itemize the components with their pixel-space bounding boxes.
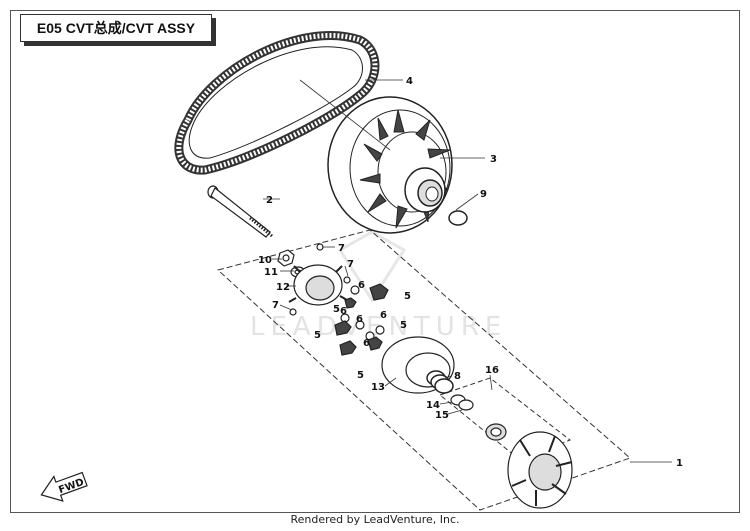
callout-7c: 7: [272, 300, 279, 311]
callout-6c: 6: [380, 310, 387, 321]
callout-9: 9: [480, 189, 487, 200]
callout-1: 1: [676, 458, 683, 469]
o-ring: [448, 210, 468, 226]
callout-5e: 5: [357, 370, 364, 381]
fwd-arrow-icon: FWD: [40, 471, 88, 502]
title-box: E05 CVT总成/CVT ASSY: [20, 14, 212, 42]
callout-6d: 6: [356, 314, 363, 325]
callout-14: 14: [426, 400, 440, 411]
footer-credit: Rendered by LeadVenture, Inc.: [290, 513, 460, 526]
callout-5b: 5: [333, 304, 340, 315]
callout-7b: 7: [347, 259, 354, 270]
callout-5d: 5: [314, 330, 321, 341]
drive-clutch-assembly-outline: [216, 229, 631, 511]
leader-lines: [263, 79, 672, 463]
callout-15: 15: [435, 410, 449, 421]
callout-3: 3: [490, 154, 497, 165]
diagram-title: E05 CVT总成/CVT ASSY: [36, 20, 196, 36]
callout-5a: 5: [404, 291, 411, 302]
callout-12: 12: [276, 282, 290, 293]
callout-8: 8: [454, 371, 461, 382]
drive-clutch-parts: [277, 243, 573, 509]
bolt: [207, 185, 273, 238]
callout-7a: 7: [338, 243, 345, 254]
callout-6a: 6: [358, 280, 365, 291]
callout-10: 10: [258, 255, 272, 266]
driven-clutch: [327, 96, 453, 234]
drive-belt: [174, 31, 380, 175]
callout-11: 11: [264, 267, 278, 278]
callout-5c: 5: [400, 320, 407, 331]
callout-13: 13: [371, 382, 385, 393]
callout-4: 4: [406, 76, 413, 87]
callout-16: 16: [485, 365, 499, 376]
callout-6e: 6: [363, 338, 370, 349]
callout-numbers: 1 2 3 4 9 10 11 12 7 7 7 6 6 6 6 6 5 5 5…: [258, 76, 683, 469]
callout-2: 2: [266, 195, 273, 206]
callout-6b: 6: [340, 306, 347, 317]
diagram-frame: [10, 10, 740, 513]
